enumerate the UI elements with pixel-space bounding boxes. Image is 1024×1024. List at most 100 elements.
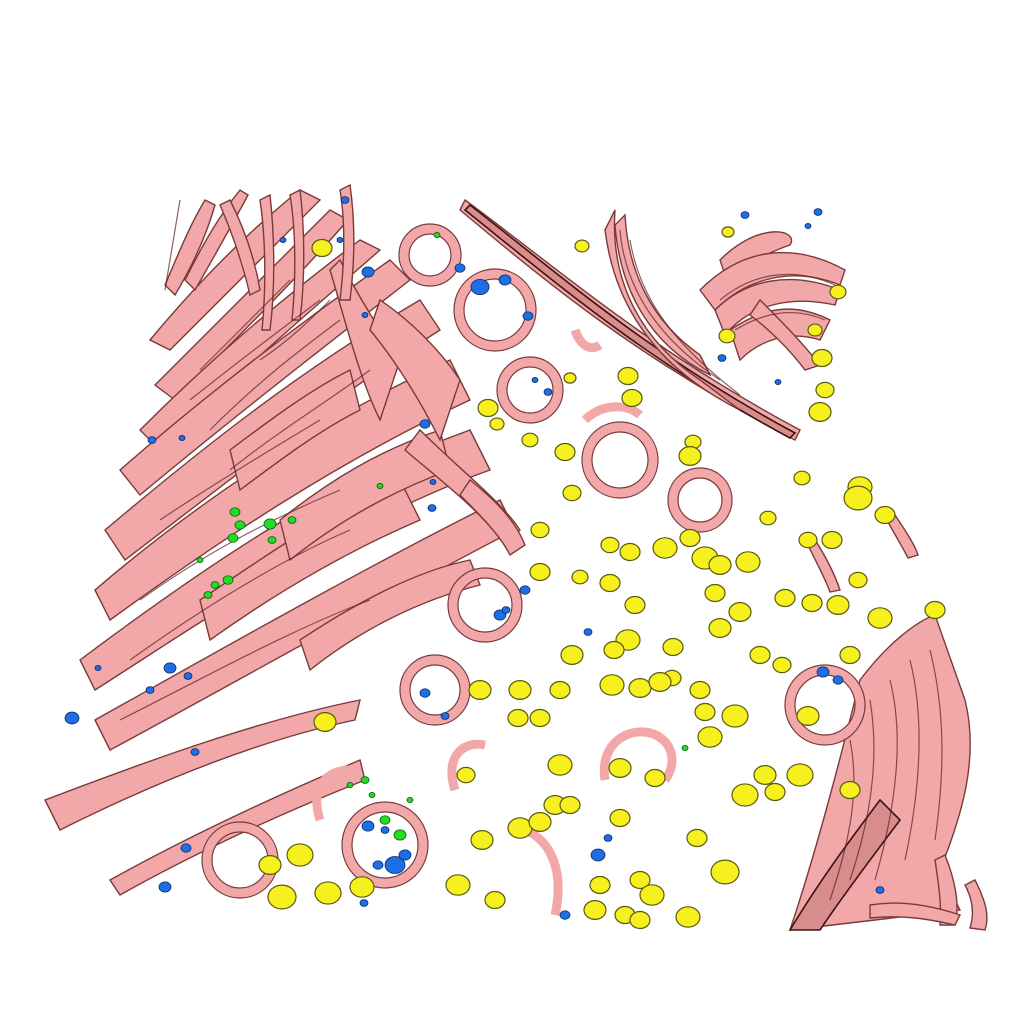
green-particle bbox=[393, 829, 407, 841]
blue-particle bbox=[419, 419, 431, 429]
green-particle bbox=[227, 533, 239, 543]
blue-particle bbox=[147, 436, 157, 444]
upper-right-fiber-crescent bbox=[459, 198, 846, 441]
green-particle bbox=[360, 776, 370, 784]
blue-particle bbox=[429, 479, 437, 485]
blue-particle bbox=[158, 881, 172, 893]
blue-particle bbox=[875, 886, 885, 894]
blue-particle bbox=[178, 435, 186, 441]
blue-particle bbox=[336, 237, 344, 243]
yellow-particle bbox=[456, 766, 476, 784]
blue-particle bbox=[419, 688, 431, 698]
green-particle bbox=[222, 575, 234, 585]
yellow-particle bbox=[721, 704, 749, 728]
blue-particle bbox=[804, 223, 812, 229]
yellow-particle bbox=[629, 870, 651, 890]
blue-particle bbox=[603, 834, 613, 842]
ring bbox=[599, 727, 677, 783]
yellow-particle bbox=[798, 531, 818, 549]
yellow-particle bbox=[697, 726, 723, 748]
yellow-particle bbox=[313, 712, 337, 732]
ring bbox=[581, 421, 659, 499]
green-particle bbox=[681, 745, 689, 751]
yellow-particle bbox=[704, 583, 726, 603]
yellow-particle bbox=[796, 706, 820, 726]
green-particle bbox=[287, 516, 297, 524]
green-particle bbox=[210, 581, 220, 589]
yellow-particle bbox=[815, 381, 835, 399]
ring bbox=[570, 328, 603, 353]
yellow-particle bbox=[609, 808, 631, 828]
yellow-particle bbox=[470, 830, 494, 850]
yellow-particle bbox=[710, 859, 740, 885]
blue-particle bbox=[774, 379, 782, 385]
blue-particle bbox=[361, 820, 375, 832]
yellow-particle bbox=[772, 656, 792, 674]
blue-particle bbox=[816, 666, 830, 678]
blue-particle bbox=[522, 311, 534, 321]
yellow-particle bbox=[874, 505, 896, 525]
ring bbox=[523, 825, 563, 916]
blue-particle bbox=[427, 504, 437, 512]
blue-particle bbox=[590, 848, 606, 862]
blue-particle bbox=[145, 686, 155, 694]
yellow-particle bbox=[774, 588, 796, 608]
blue-particle bbox=[64, 711, 80, 725]
yellow-particle bbox=[507, 708, 529, 728]
yellow-particle bbox=[793, 470, 811, 486]
blue-particle bbox=[559, 910, 571, 920]
yellow-particle bbox=[589, 875, 611, 895]
yellow-particle bbox=[600, 536, 620, 554]
yellow-particles bbox=[258, 226, 946, 930]
yellow-particle bbox=[839, 645, 861, 665]
blue-particle bbox=[740, 211, 750, 219]
yellow-particle bbox=[648, 672, 672, 692]
yellow-particle bbox=[508, 680, 532, 700]
ring bbox=[667, 467, 733, 533]
yellow-particle bbox=[349, 876, 375, 898]
blue-particle bbox=[531, 377, 539, 383]
yellow-particle bbox=[662, 637, 684, 657]
ring bbox=[447, 739, 486, 792]
ring bbox=[453, 268, 537, 352]
green-particle bbox=[379, 815, 391, 825]
blue-particle bbox=[501, 606, 511, 614]
yellow-particle bbox=[624, 595, 646, 615]
green-particles bbox=[196, 232, 689, 841]
blue-particle bbox=[372, 860, 384, 870]
green-particle bbox=[234, 520, 246, 530]
yellow-particle bbox=[311, 238, 333, 258]
blue-particle bbox=[543, 388, 553, 396]
yellow-particle bbox=[560, 645, 584, 665]
yellow-particle bbox=[617, 366, 639, 386]
yellow-particle bbox=[629, 910, 651, 930]
green-particle bbox=[376, 483, 384, 489]
blue-particle bbox=[470, 278, 490, 296]
yellow-particle bbox=[507, 817, 533, 839]
blue-particles bbox=[64, 196, 885, 920]
yellow-particle bbox=[286, 843, 314, 867]
yellow-particle bbox=[731, 783, 759, 807]
yellow-particle bbox=[786, 763, 814, 787]
green-particle bbox=[433, 232, 441, 238]
yellow-particle bbox=[721, 226, 735, 238]
blue-particle bbox=[583, 628, 593, 636]
green-particle bbox=[267, 536, 277, 544]
yellow-particle bbox=[554, 442, 576, 462]
blue-particle bbox=[190, 748, 200, 756]
yellow-particle bbox=[708, 555, 732, 575]
yellow-particle bbox=[574, 239, 590, 253]
yellow-particle bbox=[603, 640, 625, 660]
yellow-particle bbox=[599, 573, 621, 593]
yellow-particle bbox=[839, 780, 861, 800]
yellow-particle bbox=[559, 795, 581, 815]
yellow-particle bbox=[314, 881, 342, 905]
yellow-particle bbox=[694, 702, 716, 722]
blue-particle bbox=[340, 196, 350, 204]
yellow-particle bbox=[563, 372, 577, 384]
yellow-particle bbox=[484, 890, 506, 910]
ring bbox=[581, 402, 643, 424]
blue-particle bbox=[94, 665, 102, 671]
yellow-particle bbox=[619, 542, 641, 562]
